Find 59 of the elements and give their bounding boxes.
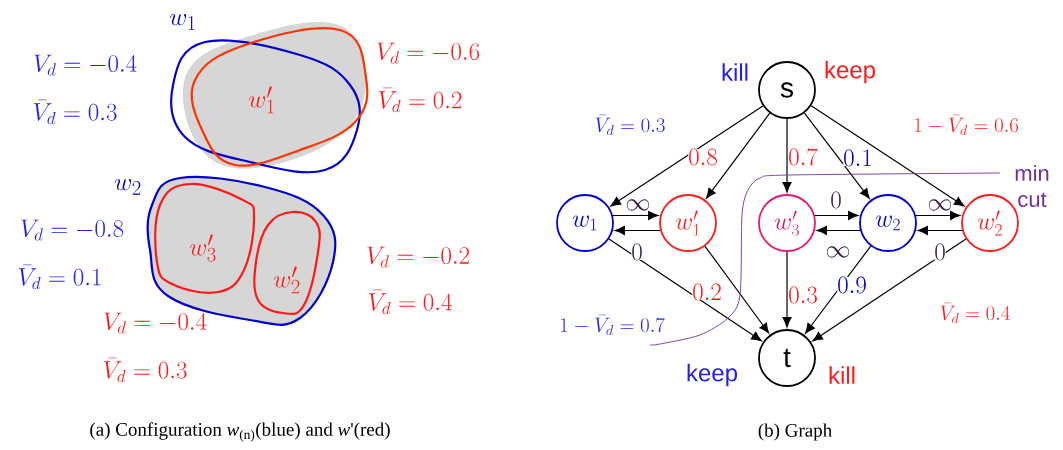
value-label: $\bar{V}_d=0.2$ bbox=[378, 87, 462, 113]
region-label: $w'_2$ bbox=[273, 266, 300, 294]
edge-label: $\infty$ bbox=[927, 199, 953, 211]
graph-node: $w_2$ bbox=[859, 194, 917, 252]
value-label: $\bar{V}_d=0.1$ bbox=[18, 264, 101, 290]
value-label: $V_d=-0.4$ bbox=[34, 54, 137, 76]
value-label: $V_d=-0.2$ bbox=[367, 246, 470, 268]
graph-node: $w'_2$ bbox=[961, 194, 1019, 252]
arrow bbox=[782, 251, 792, 328]
region-label: $w_1$ bbox=[169, 14, 195, 30]
arrow bbox=[706, 112, 771, 199]
arrow bbox=[816, 226, 861, 235]
edge-label: $0.2$ bbox=[692, 283, 722, 301]
edge-label: $\infty$ bbox=[825, 246, 851, 258]
value-label: $V_d=-0.8$ bbox=[21, 219, 124, 241]
region-label: $w_2$ bbox=[114, 179, 141, 195]
value-label: $V_d=-0.4$ bbox=[104, 312, 207, 334]
region-label: $w'_1$ bbox=[248, 86, 274, 114]
side-label: kill bbox=[829, 366, 855, 384]
edge-label: $\infty$ bbox=[625, 199, 651, 211]
edge-label: $0.1$ bbox=[843, 149, 873, 167]
value-label: $V_d=-0.6$ bbox=[377, 42, 480, 64]
value-label: $\bar{V}_d=0.3$ bbox=[33, 99, 117, 125]
arrow bbox=[614, 226, 661, 235]
edge-label: $0$ bbox=[830, 191, 842, 209]
edge-label: $1-\bar{V}_d=0.7$ bbox=[559, 314, 665, 336]
value-label: $\bar{V}_d=0.3$ bbox=[103, 357, 187, 383]
edge-label: $\bar{V}_d=0.3$ bbox=[594, 114, 666, 136]
arrow bbox=[812, 238, 967, 342]
region-label: $w'_3$ bbox=[189, 234, 216, 262]
caption: (b) Graph bbox=[758, 423, 832, 441]
edge-label: $0.7$ bbox=[788, 148, 818, 166]
edge-label: $0.9$ bbox=[837, 276, 867, 294]
value-label: $\bar{V}_d=0.4$ bbox=[368, 289, 452, 315]
arrow bbox=[782, 118, 792, 193]
arrow bbox=[917, 226, 963, 235]
arrow bbox=[610, 105, 764, 207]
edge-label: $0.8$ bbox=[688, 148, 718, 166]
side-label: keep bbox=[825, 60, 875, 84]
arrow bbox=[612, 211, 659, 220]
graph-node: $w'_1$ bbox=[659, 194, 717, 252]
caption: (a) Configuration w$_{(n)}$(blue) and w'(red) bbox=[90, 422, 390, 442]
arrow bbox=[810, 105, 965, 207]
arrow bbox=[608, 238, 762, 342]
side-label: kill bbox=[722, 63, 748, 81]
arrow bbox=[814, 211, 859, 220]
edge-label: $0$ bbox=[631, 243, 643, 261]
edge-label: $1-\bar{V}_d=0.6$ bbox=[913, 114, 1019, 136]
side-label: keep bbox=[687, 363, 737, 387]
edge-label: $0.3$ bbox=[788, 286, 818, 304]
edge-label: $0$ bbox=[934, 243, 946, 261]
graph-node: $w_1$ bbox=[556, 194, 614, 252]
graph-node: $w'_3$ bbox=[758, 194, 816, 252]
graph-node: t bbox=[758, 329, 816, 387]
edge-label: $\bar{V}_d=0.4$ bbox=[939, 302, 1011, 324]
arrow bbox=[803, 112, 870, 199]
arrow bbox=[915, 211, 961, 220]
arrow bbox=[704, 245, 770, 334]
graph-node: s bbox=[758, 61, 816, 119]
